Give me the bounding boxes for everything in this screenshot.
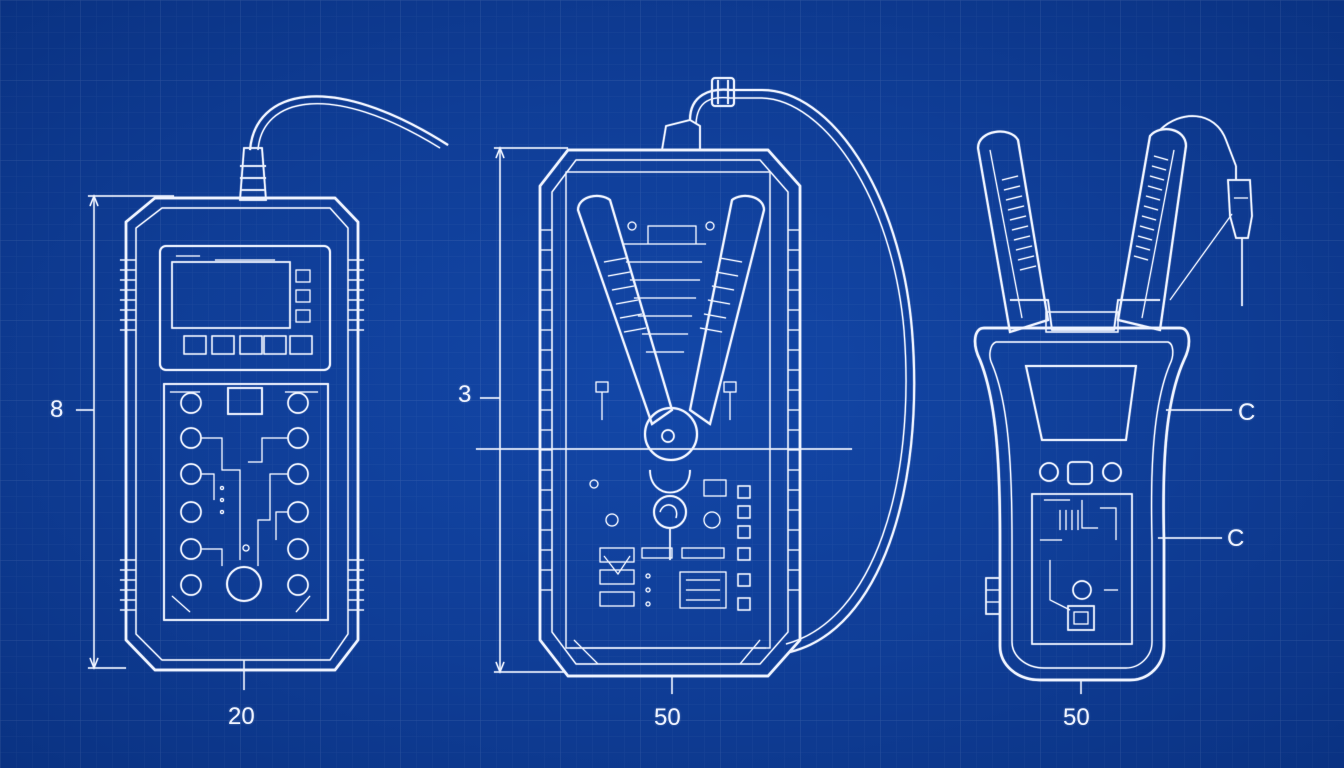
handheld-meter-panel-corner xyxy=(171,595,311,613)
clamp-charger-height-label: 3 xyxy=(458,381,472,408)
handheld-meter-width-label: 20 xyxy=(228,703,255,730)
clamp-meter-display xyxy=(1024,365,1138,441)
clamp-charger-side-buttons xyxy=(737,485,751,611)
handheld-meter-keypad-panel xyxy=(163,383,329,621)
clamp-charger-cable xyxy=(689,88,916,653)
handheld-meter-screen xyxy=(171,261,291,329)
handheld-meter-right-grip xyxy=(348,259,364,611)
clamp-meter-right-jaw xyxy=(1116,128,1188,332)
clamp-charger-side-ribs xyxy=(540,229,800,591)
handheld-meter-cable xyxy=(249,95,449,151)
clamp-meter-device xyxy=(973,115,1253,694)
clamp-meter-side-bottom-label: C xyxy=(1227,525,1245,552)
handheld-meter-device xyxy=(76,95,449,690)
handheld-meter-circuit-traces xyxy=(170,391,318,566)
clamp-meter-probe-lead xyxy=(1159,115,1237,167)
clamp-meter-body xyxy=(973,326,1191,682)
clamp-meter-width-label: 50 xyxy=(1063,704,1090,731)
clamp-meter-right-jaw-teeth xyxy=(1133,155,1169,261)
handheld-meter-display-bezel xyxy=(159,245,331,371)
clamp-charger-body xyxy=(538,148,802,678)
clamp-charger-pivot xyxy=(644,407,698,461)
clamp-charger-terminal-marks xyxy=(595,381,737,420)
handheld-meter-soft-keys xyxy=(183,335,313,355)
clamp-charger-left-jaw xyxy=(576,194,674,426)
clamp-meter-left-jaw-teeth xyxy=(1001,175,1037,271)
clamp-charger-plug xyxy=(711,77,735,107)
handheld-meter-height-dimension xyxy=(76,194,174,670)
handheld-meter-left-grip xyxy=(120,259,136,611)
clamp-charger-control-panel xyxy=(589,479,727,609)
clamp-meter-left-jaw xyxy=(976,130,1050,334)
clamp-charger-jaw-teeth xyxy=(603,257,743,333)
handheld-meter-body xyxy=(124,196,360,672)
clamp-charger-device xyxy=(476,77,916,694)
clamp-charger-right-jaw xyxy=(688,194,766,426)
handheld-meter-height-label: 8 xyxy=(50,396,64,423)
clamp-charger-jaw-ladder xyxy=(624,221,715,353)
clamp-meter-side-top-label: C xyxy=(1238,399,1256,426)
clamp-charger-height-dimension xyxy=(480,146,568,674)
clamp-charger-width-label: 50 xyxy=(654,704,681,731)
clamp-meter-side-knob xyxy=(985,577,1001,615)
clamp-meter-circuit-traces xyxy=(1040,499,1118,631)
handheld-meter-cable-inner xyxy=(257,103,441,151)
clamp-meter-circuit-panel xyxy=(1031,493,1133,645)
clamp-meter-buttons xyxy=(1039,461,1122,485)
